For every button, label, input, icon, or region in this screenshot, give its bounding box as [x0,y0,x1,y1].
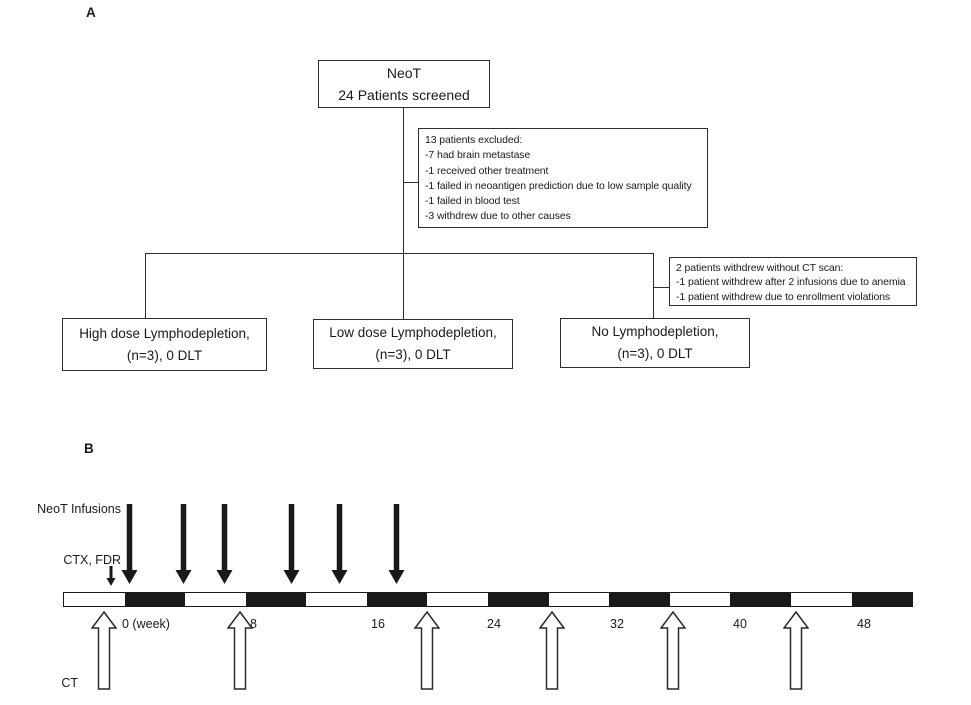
week-tick-label: 16 [371,617,385,631]
withdraw-box: 2 patients withdrew without CT scan: -1 … [669,257,917,306]
infusion-arrow-icon [388,504,404,584]
timeline-segment [730,593,791,606]
ct-scan-arrow-icon [539,611,565,690]
week-tick-label: 32 [610,617,624,631]
ctx-fdr-row-label: CTX, FDR [63,553,121,567]
ct-row-label: CT [61,676,78,690]
excluded-box: 13 patients excluded: -7 had brain metas… [418,128,708,228]
panel-a-label: A [86,5,96,20]
neot-infusions-row-label: NeoT Infusions [37,502,121,516]
infusion-arrow-icon [121,504,137,584]
timeline-bar [63,592,913,607]
arm-box-no-lymphodepletion: No Lymphodepletion, (n=3), 0 DLT [560,318,750,368]
infusion-arrow-icon [175,504,191,584]
timeline-segment [427,593,488,606]
timeline-segment [64,593,125,606]
timeline-segment [549,593,610,606]
arm-box-high-dose: High dose Lymphodepletion, (n=3), 0 DLT [62,318,267,371]
timeline-segment [245,593,307,606]
connector-drop-high [145,253,146,318]
infusion-arrow-icon [331,504,347,584]
timeline-segment [851,593,913,606]
timeline-segment [791,593,852,606]
ct-scan-arrow-icon [783,611,809,690]
timeline-segment [609,593,670,606]
connector-drop-low [403,253,404,320]
ctx-fdr-arrow-icon [106,566,116,586]
timeline-segment [306,593,367,606]
week-tick-label: 40 [733,617,747,631]
connector-drop-no [653,253,654,318]
ct-scan-arrow-icon [91,611,117,690]
connector-branch-horizontal [145,253,654,254]
infusion-arrow-icon [216,504,232,584]
week-tick-label: 0 (week) [122,617,170,631]
week-tick-label: 24 [487,617,501,631]
timeline-segment [124,593,186,606]
week-tick-label: 8 [250,617,257,631]
connector-vertical-main [403,108,404,253]
timeline-segment [185,593,246,606]
timeline-segment [488,593,549,606]
ct-scan-arrow-icon [660,611,686,690]
connector-to-withdraw [653,287,669,288]
infusion-arrow-icon [283,504,299,584]
panel-b-label: B [84,441,94,456]
timeline-segment [670,593,731,606]
connector-to-excluded [403,182,418,183]
screened-box: NeoT 24 Patients screened [318,60,490,108]
timeline-segment [366,593,428,606]
arm-box-low-dose: Low dose Lymphodepletion, (n=3), 0 DLT [313,319,513,369]
ct-scan-arrow-icon [414,611,440,690]
ct-scan-arrow-icon [227,611,253,690]
week-tick-label: 48 [857,617,871,631]
